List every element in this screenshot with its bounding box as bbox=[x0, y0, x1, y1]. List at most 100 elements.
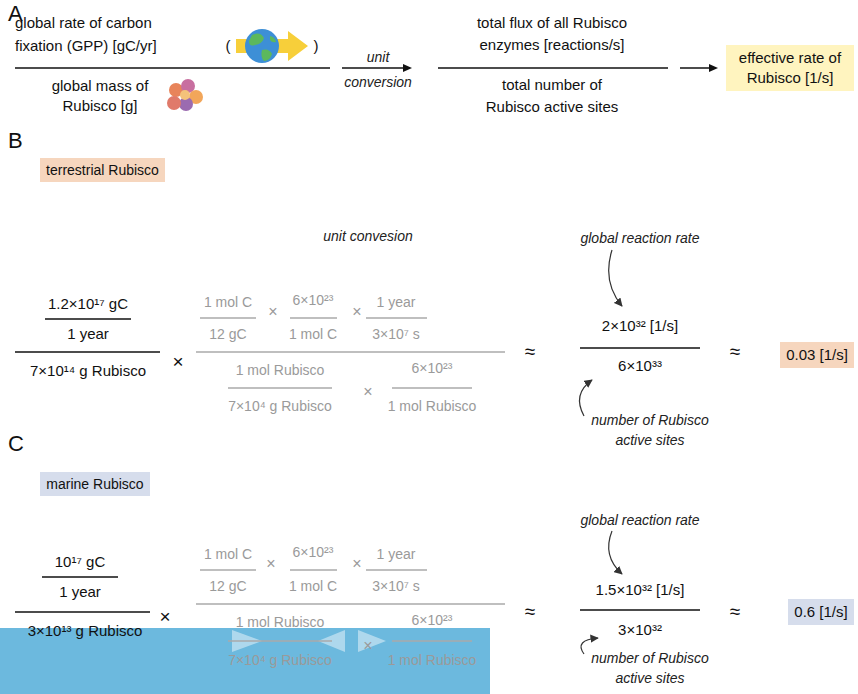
grey-fraction-line bbox=[200, 569, 256, 571]
grey-fraction-line bbox=[392, 640, 472, 642]
highlight-box: terrestrial Rubisco bbox=[40, 158, 165, 183]
grey-fraction-line bbox=[228, 640, 332, 642]
globe-icon bbox=[249, 34, 264, 46]
fraction-line bbox=[15, 611, 150, 613]
annotation: unit convesion bbox=[323, 228, 413, 245]
rubisco-icon bbox=[167, 79, 203, 111]
multiply-sign: × bbox=[266, 554, 275, 573]
rubisco-icon bbox=[167, 96, 181, 110]
conversion-factor: 7×10⁴ g Rubisco bbox=[228, 652, 332, 669]
grey-fraction-line bbox=[228, 387, 332, 389]
globe-icon bbox=[261, 50, 272, 62]
conversion-arrow bbox=[709, 64, 718, 72]
grey-fraction-line bbox=[290, 317, 337, 319]
conversion-factor: 3×10⁷ s bbox=[372, 326, 420, 343]
conversion-factor: 1 mol C bbox=[204, 546, 252, 563]
fraction-line bbox=[15, 577, 700, 612]
box-label: marine Rubisco bbox=[46, 475, 144, 494]
annotation-arrow bbox=[609, 250, 622, 306]
conversion-factor: 1 mol C bbox=[289, 578, 337, 595]
math-term: 3×10¹³ g Rubisco bbox=[28, 622, 143, 640]
fraction-line bbox=[42, 576, 118, 578]
fraction-line bbox=[15, 67, 330, 69]
highlight-box: 0.6 [1/s] bbox=[788, 599, 854, 625]
conversion-factor: 12 gC bbox=[209, 326, 246, 343]
math-term: 1 year bbox=[59, 583, 101, 601]
highlight-box: 0.03 [1/s] bbox=[780, 342, 854, 368]
box-label: effective rate of Rubisco [1/s] bbox=[732, 48, 848, 89]
conversion-arrow bbox=[342, 64, 718, 72]
conversion-factor: 7×10⁴ g Rubisco bbox=[228, 398, 332, 415]
panel-letter: B bbox=[8, 128, 23, 154]
math-term: 2×10³² [1/s] bbox=[602, 317, 678, 335]
operator-sign: ≈ bbox=[525, 341, 535, 364]
conversion-factor: 1 mol Rubisco bbox=[236, 362, 325, 379]
conversion-factor: 1 year bbox=[377, 546, 416, 563]
grey-fraction-line bbox=[200, 317, 256, 319]
grey-fraction-line bbox=[196, 318, 505, 388]
math-term: 6×10³³ bbox=[618, 357, 662, 375]
math-term: 10¹⁷ gC bbox=[55, 553, 105, 571]
annotation-arrow bbox=[580, 380, 593, 416]
conversion-factor: 1 mol C bbox=[204, 294, 252, 311]
conversion-factor: 1 mol Rubisco bbox=[388, 652, 477, 669]
fraction-line bbox=[580, 347, 700, 349]
globe-icon bbox=[245, 29, 279, 63]
math-term: 1.2×10¹⁷ gC bbox=[48, 295, 128, 313]
annotation: number of Rubisco active sites bbox=[583, 648, 718, 688]
fraction-line bbox=[15, 67, 668, 69]
highlight-box: marine Rubisco bbox=[40, 472, 150, 497]
math-term: total flux of all Rubisco enzymes [react… bbox=[460, 12, 645, 56]
grey-fraction-line bbox=[366, 317, 427, 319]
conversion-factor: 1 mol Rubisco bbox=[236, 614, 325, 631]
conversion-factor: 1 mol C bbox=[289, 326, 337, 343]
grey-fraction-line bbox=[392, 387, 472, 389]
conversion-arrow bbox=[342, 67, 404, 69]
conversion-factor: 6×10²³ bbox=[293, 544, 334, 561]
grey-fraction-line bbox=[196, 603, 505, 605]
multiply-sign: × bbox=[363, 636, 372, 655]
conversion-factor: 3×10⁷ s bbox=[372, 578, 420, 595]
box-label: 0.03 [1/s] bbox=[786, 345, 848, 365]
fraction-line bbox=[15, 319, 700, 352]
operator-sign: ≈ bbox=[525, 601, 535, 624]
highlight-box: effective rate of Rubisco [1/s] bbox=[726, 45, 854, 92]
grey-fraction-line bbox=[290, 569, 337, 571]
math-term: 7×10¹⁴ g Rubisco bbox=[30, 362, 146, 380]
fraction-line bbox=[15, 351, 160, 353]
conversion-factor: 1 mol Rubisco bbox=[388, 398, 477, 415]
annotation: unit conversion bbox=[338, 45, 418, 95]
operator-sign: ≈ bbox=[730, 601, 740, 624]
panel-letter: C bbox=[8, 431, 24, 457]
grey-fraction-line bbox=[196, 351, 505, 353]
math-term: total number of Rubisco active sites bbox=[480, 74, 625, 118]
conversion-factor: 1 year bbox=[377, 294, 416, 311]
grey-fraction-line bbox=[366, 569, 427, 571]
fraction-line bbox=[580, 609, 700, 611]
operator-sign: × bbox=[159, 606, 170, 629]
conversion-factor: 12 gC bbox=[209, 578, 246, 595]
math-term: ( bbox=[226, 37, 231, 55]
box-label: 0.6 [1/s] bbox=[794, 602, 848, 622]
annotation: number of Rubisco active sites bbox=[583, 410, 718, 450]
conversion-arrow bbox=[680, 67, 710, 69]
multiply-sign: × bbox=[363, 382, 372, 401]
math-term: global mass of Rubisco [g] bbox=[45, 76, 155, 116]
math-term: global rate of carbon fixation (GPP) [gC… bbox=[15, 11, 183, 57]
grey-fraction-line bbox=[196, 570, 505, 641]
globe-icon bbox=[270, 36, 276, 42]
operator-sign: ≈ bbox=[730, 341, 740, 364]
conversion-factor: 6×10²³ bbox=[293, 292, 334, 309]
math-term: 1.5×10³² [1/s] bbox=[596, 581, 685, 599]
fraction-line bbox=[45, 318, 131, 320]
box-label: terrestrial Rubisco bbox=[46, 161, 159, 180]
math-term: 3×10³² bbox=[618, 621, 662, 639]
globe-icon bbox=[236, 29, 308, 63]
math-term: ) bbox=[314, 37, 319, 55]
conversion-factor: 6×10²³ bbox=[412, 360, 453, 377]
annotation-arrow bbox=[609, 531, 622, 574]
math-term: 1 year bbox=[67, 325, 109, 343]
annotation: global reaction rate bbox=[580, 512, 699, 529]
conversion-arrow bbox=[403, 64, 412, 72]
